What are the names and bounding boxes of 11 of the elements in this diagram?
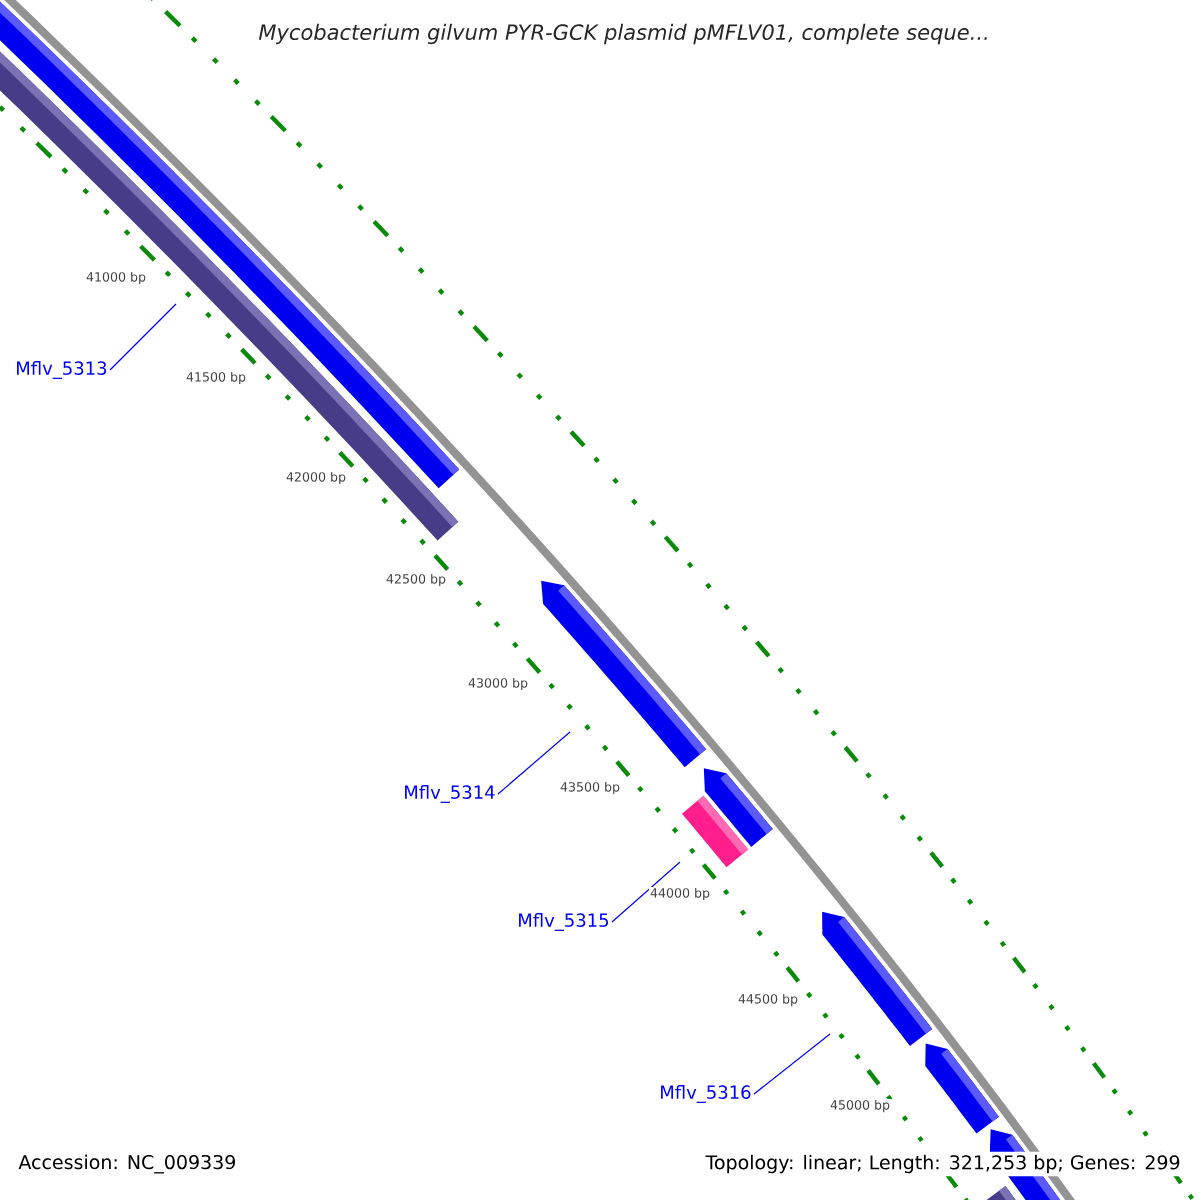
leader-line [109, 303, 177, 371]
footer-text: Accession: NC_009339 [18, 1154, 235, 1174]
leader-line [753, 1033, 831, 1095]
gene-label: Mflv_5315 [519, 913, 609, 931]
gene-label: Mflv_5316 [661, 1085, 751, 1103]
gene-label: Mflv_5314 [405, 785, 495, 803]
gene-label: Mflv_5313 [17, 361, 107, 379]
leader-line [497, 731, 571, 795]
leader-line [611, 861, 681, 923]
title: Mycobacterium gilvum PYR-GCK plasmid pMFLV01, complete seque... [258, 23, 987, 45]
footer-text: Topology: linear; Length: 321,253 bp; Genes: 299 [702, 1151, 1184, 1177]
